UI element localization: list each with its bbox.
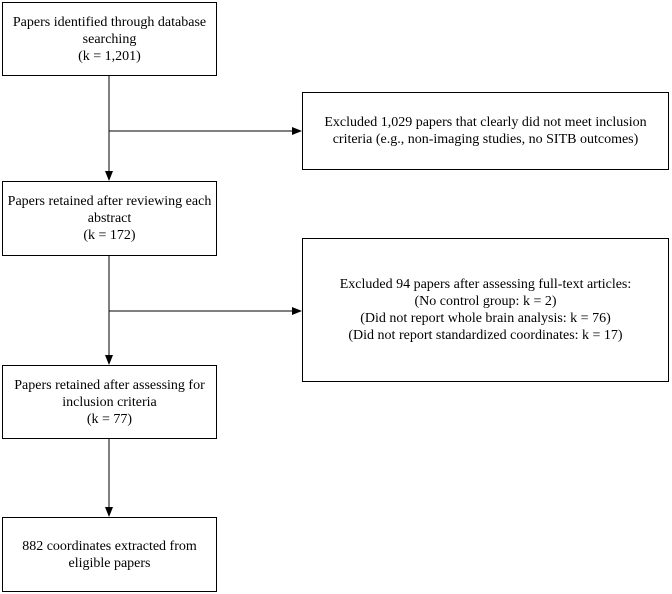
excluded-fulltext-reason-1: (No control group: k = 2) (414, 294, 557, 309)
retained-abstract-box: Papers retained after reviewing each abs… (2, 181, 217, 256)
coordinates-line-2: eligible papers (68, 555, 151, 571)
excluded-fulltext-reason-2: (Did not report whole brain analysis: k … (360, 311, 611, 326)
excluded-fulltext-box: Excluded 94 papers after assessing full-… (302, 238, 669, 382)
coordinates-line-1: 882 coordinates extracted from (22, 538, 197, 554)
identified-line-1: Papers identified through database (12, 14, 207, 30)
excluded-abstract-line-1: Excluded 1,029 papers that clearly did n… (324, 115, 647, 130)
excluded-fulltext-reason-3: (Did not report standardized coordinates… (348, 328, 623, 343)
retained-abstract-line-2: abstract (87, 211, 132, 226)
coordinates-box: 882 coordinates extracted from eligible … (2, 517, 217, 592)
excluded-abstract-line-2: criteria (e.g., non-imaging studies, no … (332, 132, 639, 147)
excluded-abstract-box: Excluded 1,029 papers that clearly did n… (302, 92, 669, 170)
identified-box: Papers identified through database searc… (2, 2, 217, 76)
retained-inclusion-line-1: Papers retained after assessing for (14, 377, 205, 393)
retained-inclusion-count: (k = 77) (86, 411, 133, 427)
retained-abstract-line-1: Papers retained after reviewing each (7, 194, 212, 209)
excluded-fulltext-line-1: Excluded 94 papers after assessing full-… (339, 277, 632, 292)
identified-count: (k = 1,201) (78, 48, 141, 64)
retained-inclusion-box: Papers retained after assessing for incl… (2, 365, 217, 439)
retained-abstract-count: (k = 172) (83, 228, 136, 243)
identified-line-2: searching (82, 31, 137, 47)
retained-inclusion-line-2: inclusion criteria (62, 394, 157, 410)
